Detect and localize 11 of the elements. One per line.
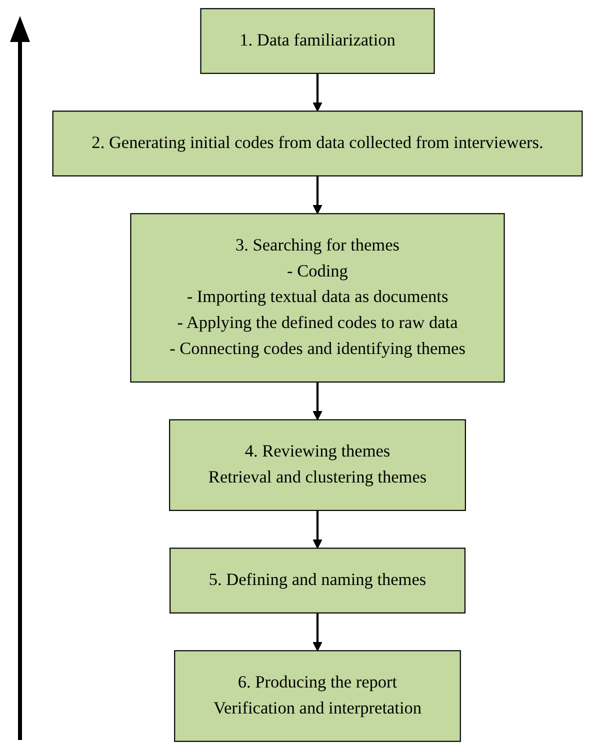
arrow — [312, 176, 322, 214]
node-box: 1. Data familiarization — [200, 8, 435, 74]
node-box: 5. Defining and naming themes — [170, 548, 466, 614]
arrow — [312, 73, 322, 112]
arrow — [312, 382, 322, 420]
node-box: 3. Searching for themes - Coding - Importing textual data as documents - Applying the defined codes to raw data - Connecting codes and identifying themes — [130, 213, 505, 383]
node-box: 2. Generating initial codes from data collected from interviewers. — [52, 110, 583, 176]
node-box: 4. Reviewing themes Retrieval and clustering themes — [169, 419, 466, 511]
node-box: 6. Producing the report Verification and interpretation — [174, 650, 461, 742]
arrow — [312, 612, 322, 652]
arrow — [312, 510, 322, 549]
